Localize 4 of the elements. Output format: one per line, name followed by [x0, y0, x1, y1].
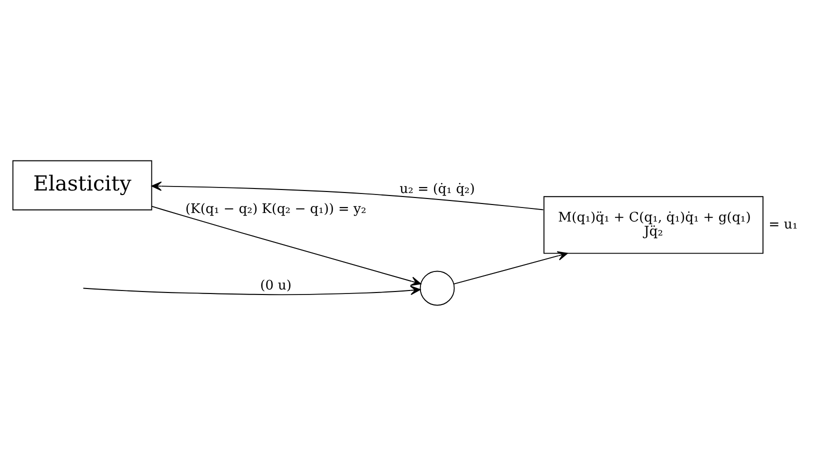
- node-label: = u₁: [768, 217, 798, 232]
- edge-label: (0 u): [260, 278, 292, 294]
- edge-label: (K(q₁ − q₂) K(q₂ − q₁)) = y₂: [185, 202, 366, 217]
- edge-label: u₂ = (q̇₁ q̇₂): [400, 182, 475, 198]
